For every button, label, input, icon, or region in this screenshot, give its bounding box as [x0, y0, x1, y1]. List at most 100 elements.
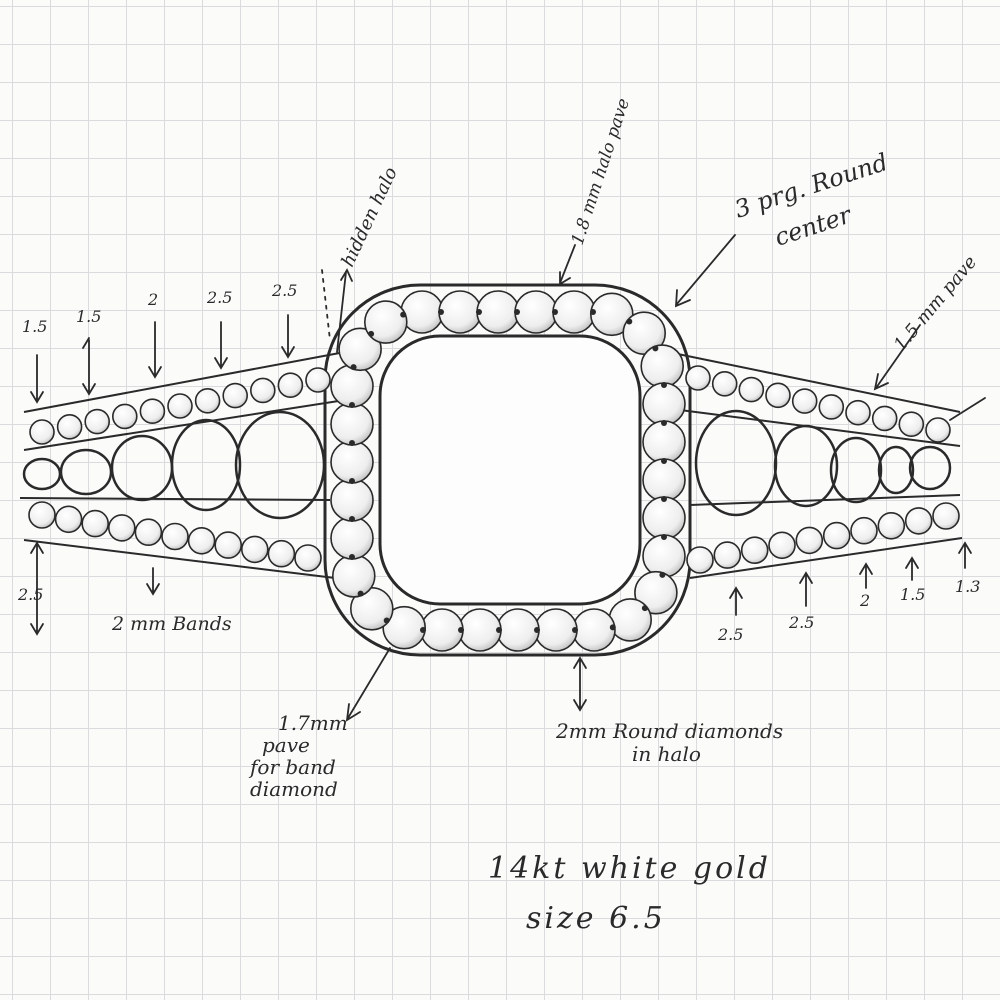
prong: [349, 478, 355, 484]
prong: [438, 309, 444, 315]
prong: [368, 330, 375, 337]
prong: [626, 318, 633, 325]
diamond: [28, 501, 56, 529]
diamond: [476, 290, 520, 334]
diamond: [194, 387, 221, 414]
diamond: [738, 376, 765, 403]
diamond: [642, 382, 686, 426]
diamond: [642, 534, 686, 578]
diamond: [161, 522, 189, 551]
diamond: [112, 403, 138, 430]
prong: [383, 617, 390, 624]
label-halo-pave: 1.8 mm halo pave: [568, 96, 634, 248]
diamond: [167, 393, 193, 419]
prong: [661, 458, 667, 464]
diamond: [640, 344, 685, 388]
diamond: [277, 372, 304, 399]
label-2mm-bands: 2 mm Bands: [112, 613, 232, 635]
diamond: [330, 402, 374, 446]
prong: [661, 420, 667, 426]
diamond: [642, 420, 686, 464]
diamond: [904, 507, 933, 535]
diamond: [241, 535, 269, 564]
annotation-arrows: [30, 234, 986, 722]
prong: [659, 571, 666, 578]
band-pave-line2: pave: [262, 733, 310, 757]
diamond: [29, 419, 55, 445]
measurement-left-3: 2: [147, 290, 158, 309]
prong: [572, 627, 578, 633]
diamond: [850, 516, 878, 545]
diamond: [871, 405, 898, 432]
diamond: [134, 518, 163, 547]
measurement-left-bottom: 2.5: [17, 585, 43, 604]
diamond: [589, 292, 634, 337]
label-metal: 14kt white gold: [488, 851, 771, 886]
diamond: [768, 531, 796, 560]
diamond: [496, 608, 540, 652]
prong: [420, 627, 426, 633]
diamond: [932, 502, 960, 530]
diamond: [294, 544, 322, 572]
diamond: [331, 554, 376, 598]
diamond: [791, 388, 818, 414]
halo-frame: [323, 283, 692, 657]
diamond: [330, 516, 374, 560]
diamond: [818, 394, 845, 420]
diamond: [572, 608, 616, 652]
diamond: [877, 511, 906, 540]
prong: [652, 345, 659, 352]
halo-pave-diamonds: [330, 290, 686, 652]
diamond: [420, 608, 464, 652]
diamond: [56, 413, 83, 440]
prong: [400, 311, 407, 318]
prong: [534, 627, 540, 633]
prong: [349, 440, 355, 446]
diamond: [214, 531, 242, 559]
prong: [349, 402, 355, 408]
diamond: [765, 382, 791, 409]
diamond: [222, 382, 248, 409]
diamond: [845, 399, 871, 426]
measurements-left-top: 1.5 1.5 2 2.5 2.5: [22, 281, 297, 336]
diamond: [822, 521, 851, 550]
prong: [349, 554, 355, 560]
measurements-right-bottom: 2.5 2.5 2 1.5 1.3: [717, 577, 980, 644]
label-band-pave: 1.7mm pave for band diamond: [250, 712, 400, 800]
diamond: [330, 364, 374, 408]
label-round-diamonds: 2mm Round diamonds in halo: [556, 720, 836, 766]
right-band-openings: [694, 409, 952, 517]
measurement-right-5: 1.3: [955, 577, 980, 596]
round-diamonds-line2: in halo: [632, 742, 701, 766]
prong: [514, 309, 520, 315]
diamond: [84, 408, 110, 435]
diamond: [534, 608, 578, 652]
diamond: [438, 290, 482, 334]
prong: [661, 496, 667, 502]
diamond: [187, 526, 216, 555]
diamond: [330, 478, 374, 522]
prong: [552, 309, 558, 315]
diamond: [382, 605, 427, 650]
right-shank: [667, 351, 963, 579]
diamond: [642, 458, 686, 502]
diamond: [795, 526, 824, 555]
diamond: [685, 365, 711, 391]
diamond: [552, 290, 596, 334]
diamond: [898, 411, 925, 438]
measurement-left-5: 2.5: [271, 281, 297, 300]
prong: [350, 364, 357, 371]
prong: [496, 627, 502, 633]
diamond: [400, 290, 444, 334]
diamond: [108, 514, 136, 542]
left-shank: [19, 351, 346, 579]
label-pave-1-5: 1.5 mm pave: [890, 252, 981, 355]
round-diamonds-line1: 2mm Round diamonds: [556, 719, 784, 743]
diamond: [81, 509, 109, 538]
measurement-right-3: 2: [859, 591, 870, 610]
diamond: [514, 290, 558, 334]
band-pave-line1: 1.7mm: [278, 711, 348, 735]
diamond: [713, 541, 742, 569]
label-hidden-halo: hidden halo: [337, 164, 401, 270]
